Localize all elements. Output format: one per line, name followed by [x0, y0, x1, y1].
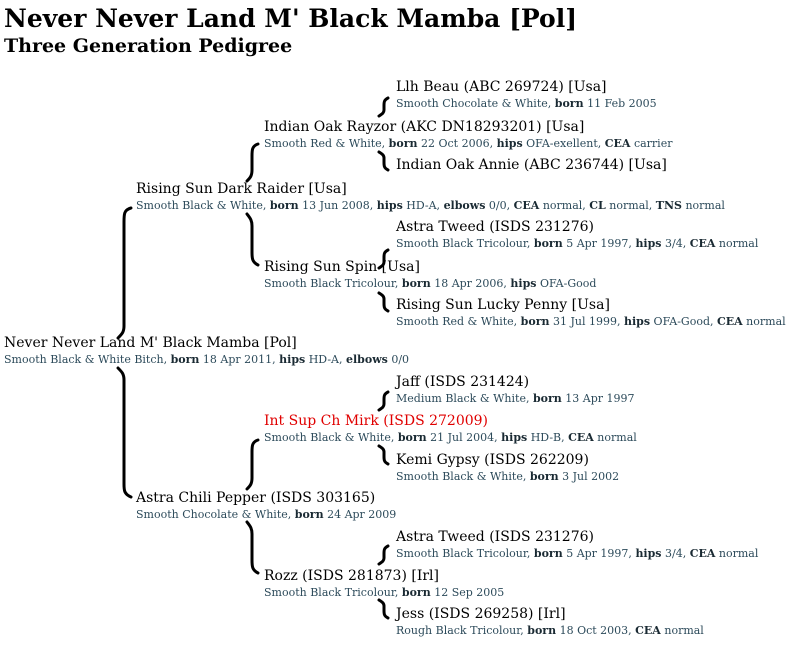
bracket-dam-dam: [245, 520, 260, 575]
dog-info: Smooth Black & White, born 13 Jun 2008, …: [136, 199, 725, 212]
info-label: hips: [496, 137, 523, 150]
info-label: hips: [510, 277, 537, 290]
dog-name[interactable]: Jess (ISDS 269258) [Irl]: [396, 606, 566, 622]
dog-info: Smooth Chocolate & White, born 11 Feb 20…: [396, 97, 657, 110]
page-title: Never Never Land M' Black Mamba [Pol]: [4, 4, 578, 33]
dog-info: Rough Black Tricolour, born 18 Oct 2003,…: [396, 624, 704, 637]
info-label: CEA: [689, 547, 716, 560]
info-label: CEA: [513, 199, 540, 212]
info-label: hips: [279, 353, 306, 366]
bracket-subject-sire: [116, 206, 133, 340]
dog-info: Smooth Black Tricolour, born 5 Apr 1997,…: [396, 547, 759, 560]
info-label: hips: [635, 237, 662, 250]
info-label: born: [533, 547, 563, 560]
info-label: hips: [376, 199, 403, 212]
dog-name[interactable]: Kemi Gypsy (ISDS 262209): [396, 452, 589, 468]
dog-name[interactable]: Rising Sun Dark Raider [Usa]: [136, 181, 347, 197]
dog-info: Smooth Black & White, born 21 Jul 2004, …: [264, 431, 637, 444]
dog-info: Smooth Chocolate & White, born 24 Apr 20…: [136, 508, 397, 521]
great-grandparent-entry: Indian Oak Annie (ABC 236744) [Usa]: [396, 157, 667, 174]
dog-info: Smooth Black Tricolour, born 12 Sep 2005: [264, 586, 505, 599]
dog-info: Smooth Black Tricolour, born 5 Apr 1997,…: [396, 237, 759, 250]
info-label: born: [294, 508, 324, 521]
info-label: born: [527, 624, 557, 637]
great-grandparent-entry: Jess (ISDS 269258) [Irl] Rough Black Tri…: [396, 606, 704, 638]
great-grandparent-entry: Jaff (ISDS 231424) Medium Black & White,…: [396, 374, 635, 406]
bracket-subject-dam: [116, 366, 133, 499]
bracket-rayzor-dam: [377, 150, 390, 172]
info-label: born: [397, 431, 427, 444]
info-label: born: [533, 237, 563, 250]
grandparent-entry: Indian Oak Rayzor (AKC DN18293201) [Usa]…: [264, 119, 672, 151]
info-label: CEA: [635, 624, 661, 637]
great-grandparent-entry: Astra Tweed (ISDS 231276) Smooth Black T…: [396, 219, 758, 251]
dog-name[interactable]: Never Never Land M' Black Mamba [Pol]: [4, 335, 297, 351]
great-grandparent-entry: Astra Tweed (ISDS 231276) Smooth Black T…: [396, 529, 758, 561]
bracket-mirk-dam: [377, 444, 390, 466]
grandparent-entry: Rozz (ISDS 281873) [Irl] Smooth Black Tr…: [264, 568, 504, 600]
grandparent-entry: Rising Sun Spin [Usa] Smooth Black Trico…: [264, 259, 596, 291]
info-label: TNS: [655, 199, 682, 212]
info-label: born: [388, 137, 418, 150]
info-label: elbows: [345, 353, 388, 366]
dog-info: Smooth Red & White, born 22 Oct 2006, hi…: [264, 137, 673, 150]
bracket-spin-sire: [377, 248, 390, 270]
info-label: born: [554, 97, 584, 110]
info-label: born: [529, 470, 559, 483]
dog-name[interactable]: Int Sup Ch Mirk (ISDS 272009): [264, 413, 489, 429]
info-label: CL: [589, 199, 606, 212]
dog-name[interactable]: Rozz (ISDS 281873) [Irl]: [264, 568, 439, 584]
bracket-rozz-sire: [377, 544, 390, 566]
dog-name[interactable]: Astra Tweed (ISDS 231276): [396, 529, 594, 545]
info-label: CEA: [568, 431, 594, 444]
dog-name[interactable]: Rising Sun Spin [Usa]: [264, 259, 420, 275]
info-label: born: [170, 353, 200, 366]
subject-entry: Never Never Land M' Black Mamba [Pol] Sm…: [4, 335, 409, 367]
info-label: CEA: [716, 315, 743, 328]
info-label: CEA: [689, 237, 716, 250]
dog-name[interactable]: Astra Chili Pepper (ISDS 303165): [136, 490, 376, 506]
dog-name[interactable]: Llh Beau (ABC 269724) [Usa]: [396, 79, 607, 95]
info-label: hips: [501, 431, 528, 444]
bracket-dam-sire: [245, 438, 260, 491]
great-grandparent-entry: Rising Sun Lucky Penny [Usa] Smooth Red …: [396, 297, 786, 329]
dog-name[interactable]: Rising Sun Lucky Penny [Usa]: [396, 297, 610, 313]
great-grandparent-entry: Llh Beau (ABC 269724) [Usa] Smooth Choco…: [396, 79, 657, 111]
dog-name[interactable]: Astra Tweed (ISDS 231276): [396, 219, 594, 235]
dog-info: Smooth Black Tricolour, born 18 Apr 2006…: [264, 277, 597, 290]
dog-info: Smooth Black & White Bitch, born 18 Apr …: [4, 353, 410, 366]
bracket-rozz-dam: [377, 598, 390, 620]
info-label: CEA: [604, 137, 631, 150]
bracket-rayzor-sire: [377, 96, 390, 118]
bracket-sire-dam: [245, 212, 260, 267]
bracket-spin-dam: [377, 291, 390, 313]
bracket-sire-sire: [245, 142, 260, 183]
info-label: born: [401, 277, 431, 290]
dog-info: Medium Black & White, born 13 Apr 1997: [396, 392, 635, 405]
parent-entry: Rising Sun Dark Raider [Usa] Smooth Blac…: [136, 181, 725, 213]
info-label: born: [532, 392, 562, 405]
info-label: elbows: [443, 199, 486, 212]
dog-info: Smooth Black & White, born 3 Jul 2002: [396, 470, 620, 483]
dog-name[interactable]: Indian Oak Rayzor (AKC DN18293201) [Usa]: [264, 119, 585, 135]
dog-name[interactable]: Indian Oak Annie (ABC 236744) [Usa]: [396, 157, 667, 173]
info-label: hips: [635, 547, 662, 560]
info-label: born: [269, 199, 299, 212]
dog-info: Smooth Red & White, born 31 Jul 1999, hi…: [396, 315, 786, 328]
info-label: born: [520, 315, 550, 328]
dog-name[interactable]: Jaff (ISDS 231424): [396, 374, 530, 390]
info-label: hips: [624, 315, 651, 328]
parent-entry: Astra Chili Pepper (ISDS 303165) Smooth …: [136, 490, 396, 522]
grandparent-entry: Int Sup Ch Mirk (ISDS 272009) Smooth Bla…: [264, 413, 637, 445]
great-grandparent-entry: Kemi Gypsy (ISDS 262209) Smooth Black & …: [396, 452, 619, 484]
page-subtitle: Three Generation Pedigree: [4, 35, 293, 57]
bracket-mirk-sire: [377, 390, 390, 412]
info-label: born: [401, 586, 431, 599]
